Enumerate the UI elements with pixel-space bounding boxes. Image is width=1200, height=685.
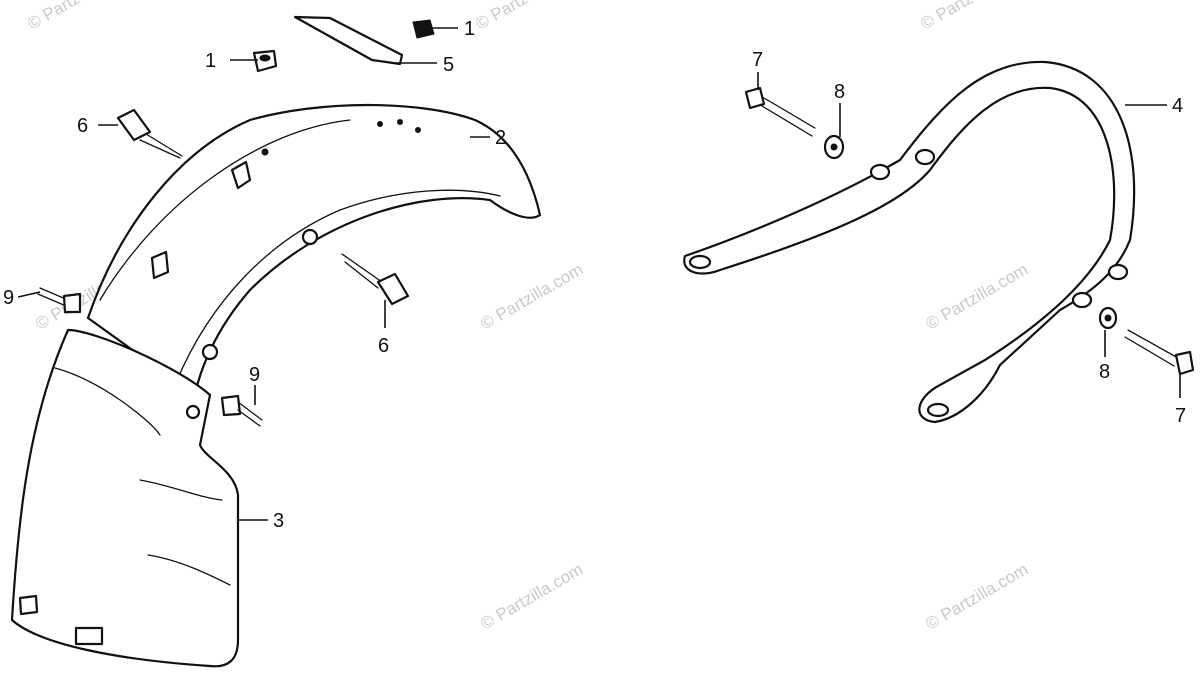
callout-6: 6 <box>77 115 88 137</box>
part-1-nut-left[interactable] <box>252 49 278 73</box>
callout-1: 1 <box>464 18 475 40</box>
part-9-screw-left[interactable] <box>37 287 82 314</box>
part-8-washer-upper[interactable] <box>823 134 845 160</box>
part-9-screw-mid[interactable] <box>220 394 263 427</box>
part-2-rear-fender[interactable] <box>86 103 542 397</box>
callout-2: 2 <box>495 127 506 149</box>
callout-8: 8 <box>834 81 845 103</box>
watermark: © Partz <box>25 0 84 33</box>
part-3-rear-fender-rear[interactable] <box>10 328 240 668</box>
watermark: © Partzilla.com <box>923 560 1032 634</box>
callout-6: 6 <box>378 335 389 357</box>
callout-9: 9 <box>249 364 260 386</box>
part-4-grab-rail[interactable] <box>683 60 1136 424</box>
callout-8: 8 <box>1099 361 1110 383</box>
part-8-washer-lower[interactable] <box>1098 306 1118 330</box>
watermark: © Partz <box>473 0 532 33</box>
part-6-bolt-upper[interactable] <box>116 108 183 159</box>
callout-7: 7 <box>752 49 763 71</box>
callout-labels: 1 1 5 2 3 4 6 6 7 7 8 8 9 9 <box>3 18 1186 532</box>
watermark: © Partzilla.com <box>923 260 1032 334</box>
callout-4: 4 <box>1172 95 1183 117</box>
part-5-strip[interactable] <box>293 15 404 66</box>
leader-lines <box>17 27 1181 521</box>
part-1-nut-top[interactable] <box>412 19 435 39</box>
part-6-bolt-lower[interactable] <box>341 253 410 306</box>
part-7-bolt-lower[interactable] <box>1124 329 1195 376</box>
part-7-bolt-upper[interactable] <box>744 86 816 137</box>
callout-1: 1 <box>205 50 216 72</box>
watermark: © Partzilla.com <box>478 560 587 634</box>
callout-3: 3 <box>273 510 284 532</box>
watermark: © Partzilla.com <box>478 260 587 334</box>
callout-5: 5 <box>443 54 454 76</box>
watermark: © Partz <box>918 0 977 33</box>
callout-7: 7 <box>1175 405 1186 427</box>
callout-9: 9 <box>3 287 14 309</box>
